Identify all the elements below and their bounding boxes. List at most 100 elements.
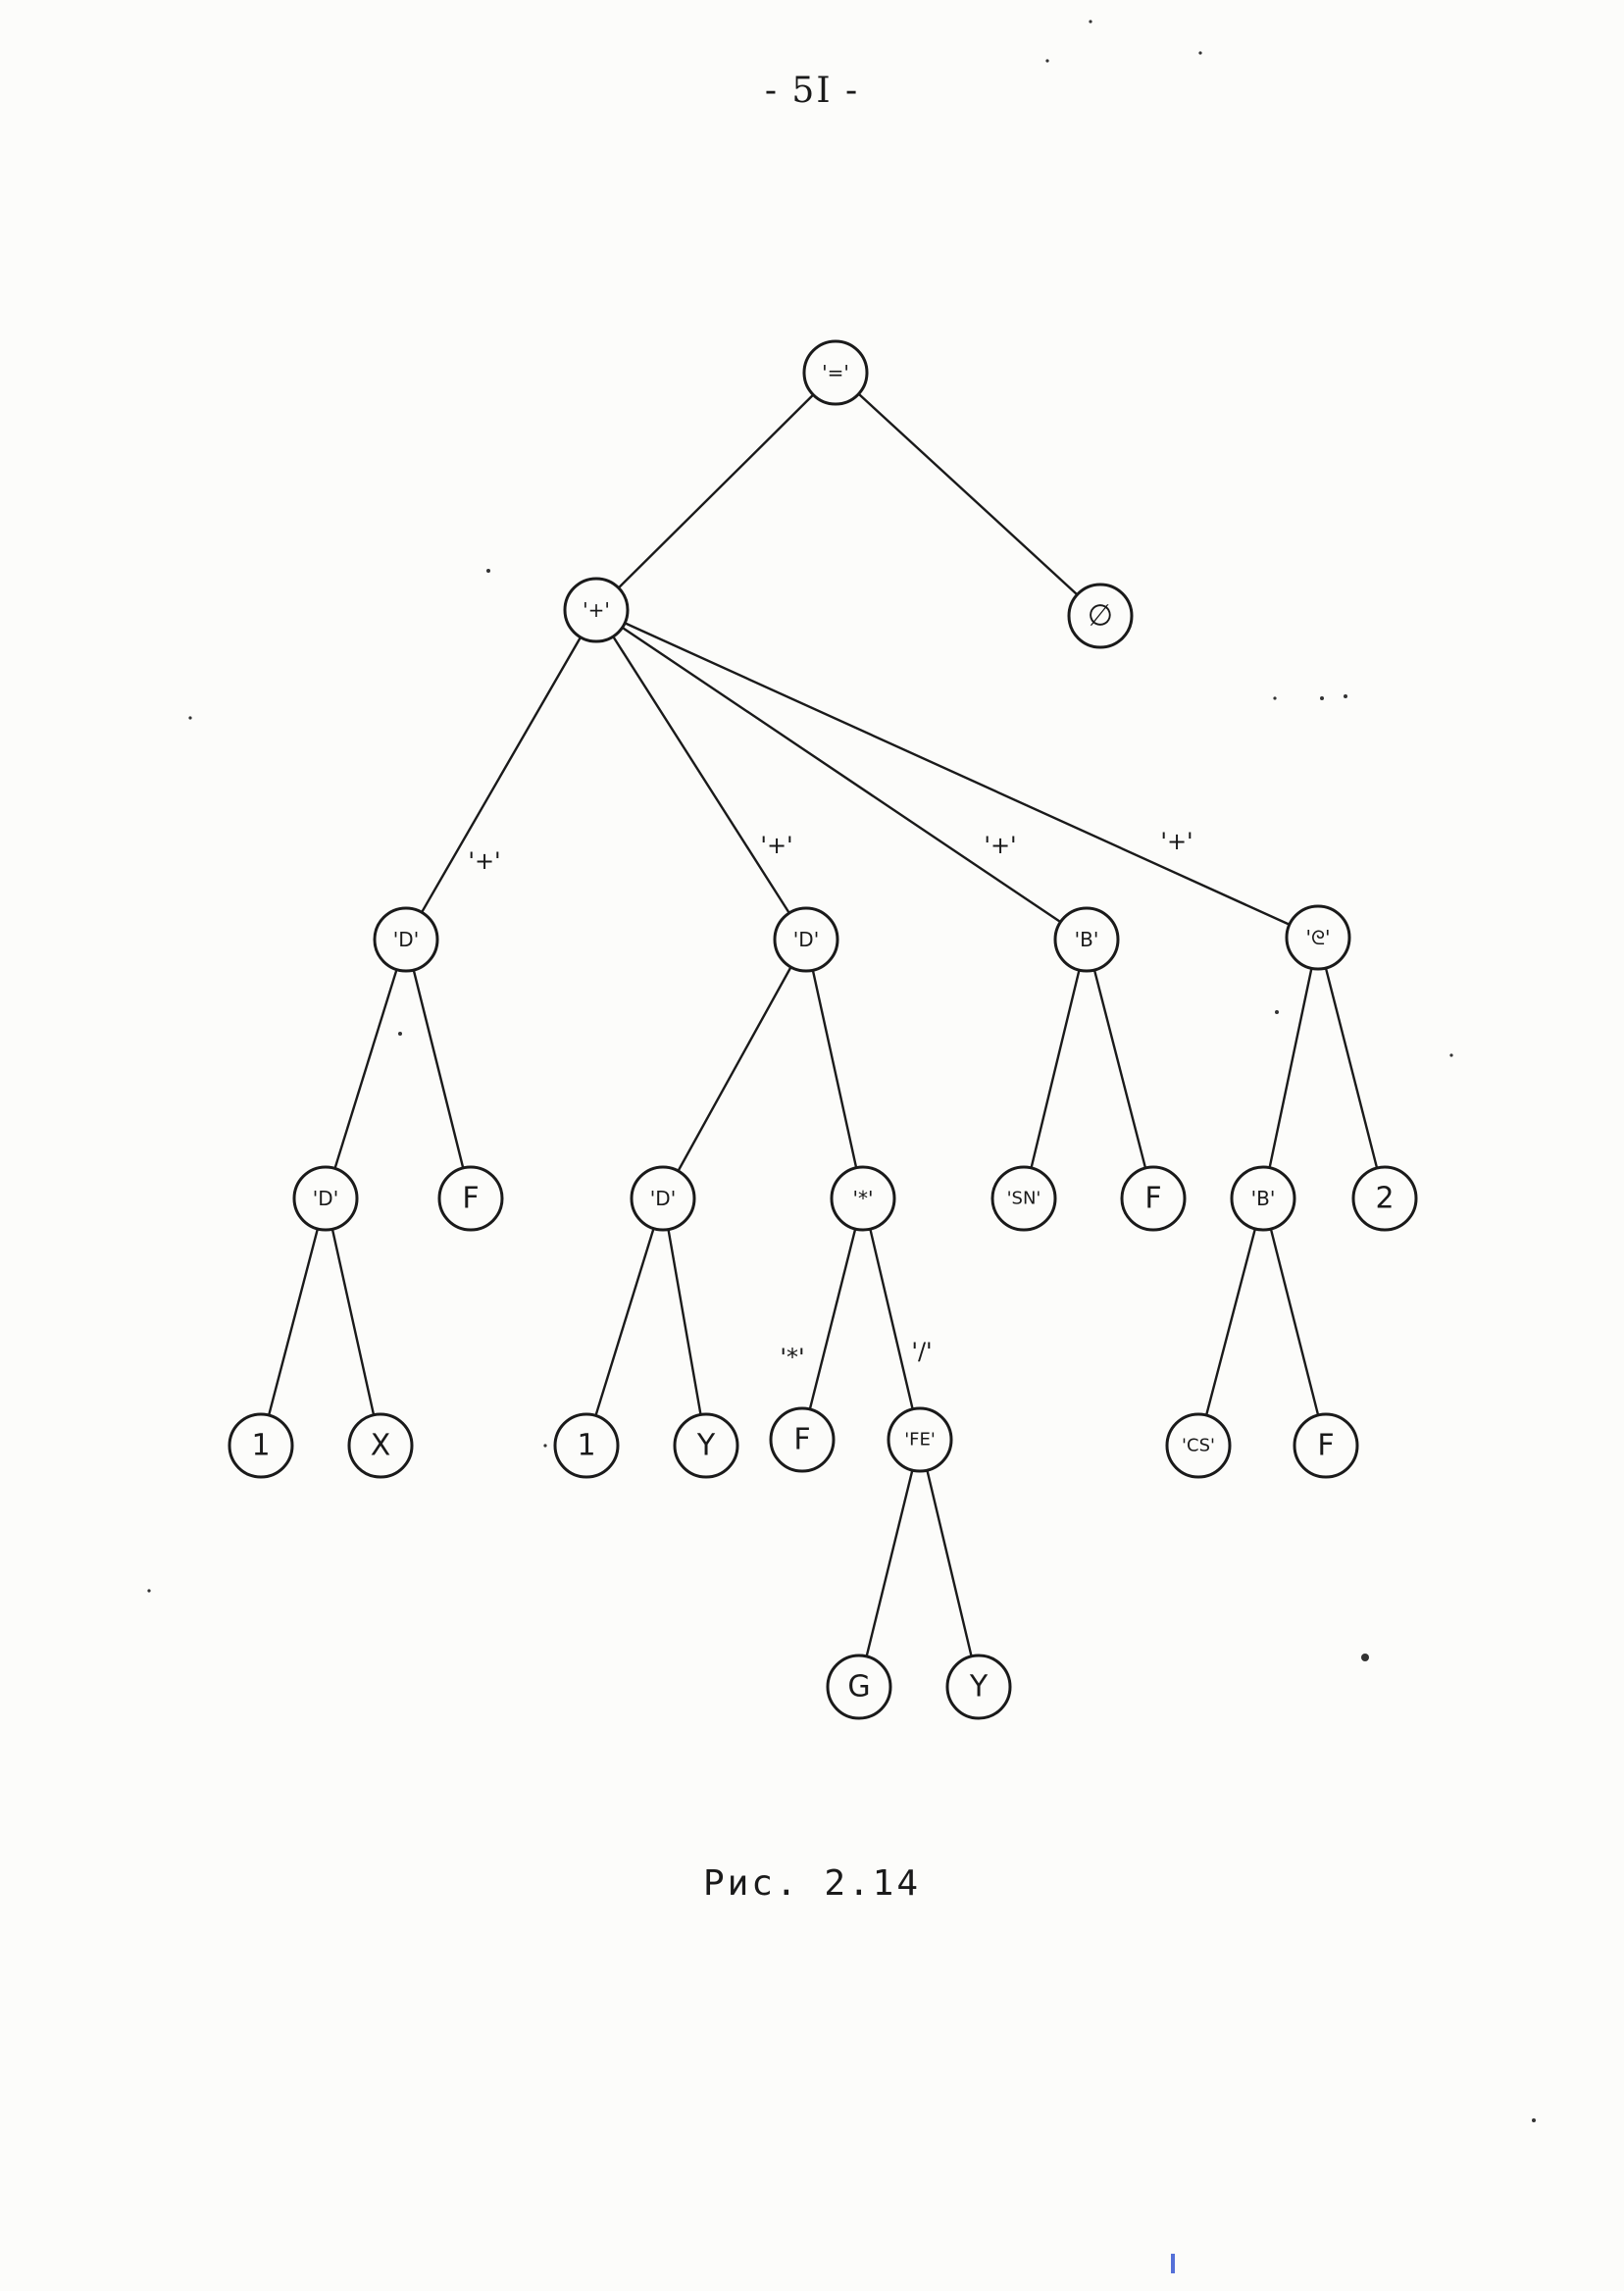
edge-plus1-d1	[420, 636, 583, 913]
node-label-one1: 1	[251, 1429, 270, 1463]
node-cs: 'CS'	[1165, 1412, 1232, 1479]
node-circle-two	[1351, 1165, 1418, 1232]
node-x1: X	[347, 1412, 414, 1479]
node-one1: 1	[228, 1412, 294, 1479]
node-b1: 'B'	[1053, 906, 1120, 973]
node-label-cs: 'CS'	[1182, 1436, 1215, 1456]
node-label-empty: ∅	[1088, 599, 1113, 634]
node-label-plus1: '+'	[583, 598, 610, 622]
edge-plus1-d2	[612, 636, 790, 914]
node-circle-cs	[1165, 1412, 1232, 1479]
node-circle-y2	[945, 1654, 1012, 1720]
node-f4: F	[1293, 1412, 1359, 1479]
node-label-g: G	[847, 1670, 870, 1705]
edge-fe-g	[865, 1469, 914, 1657]
edge-label-mul1-f3: '*'	[780, 1344, 804, 1371]
node-label-f1: F	[462, 1182, 479, 1216]
edge-root-empty	[857, 392, 1079, 596]
node-circle-f3	[769, 1406, 836, 1473]
node-label-d3: 'D'	[313, 1187, 338, 1210]
edge-labels-layer: '+' '+' '+' '+' '*' '/'	[468, 828, 1193, 1371]
edge-d1-d3	[333, 969, 398, 1169]
edge-label-plus1-d1: '+'	[468, 847, 500, 875]
node-y1: Y	[673, 1412, 739, 1479]
node-root: '='	[802, 339, 869, 406]
edge-label-plus1-a1: '+'	[1160, 828, 1193, 855]
edge-label-plus1-d2: '+'	[760, 832, 792, 859]
edge-b1-f2	[1092, 969, 1147, 1169]
node-circle-d1	[373, 906, 439, 973]
scan-specks	[147, 20, 1536, 2122]
node-circle-empty	[1067, 583, 1134, 649]
edge-b2-f4	[1269, 1228, 1320, 1416]
node-circle-f1	[437, 1165, 504, 1232]
node-plus1: '+'	[563, 577, 630, 643]
node-circle-root	[802, 339, 869, 406]
edge-fe-y2	[926, 1469, 973, 1657]
node-a1: 'ᘓ'	[1285, 904, 1351, 971]
edge-d2-d4	[677, 966, 792, 1172]
node-label-y2: Y	[969, 1670, 989, 1705]
node-d1: 'D'	[373, 906, 439, 973]
blue-pen-mark	[1171, 2254, 1175, 2273]
node-label-mul1: '*'	[853, 1187, 874, 1210]
node-d4: 'D'	[630, 1165, 696, 1232]
edge-mul1-f3	[808, 1228, 857, 1410]
edge-a1-b2	[1268, 968, 1313, 1168]
node-circle-d2	[773, 906, 839, 973]
node-label-root: '='	[822, 361, 849, 384]
node-d2: 'D'	[773, 906, 839, 973]
node-label-x1: X	[371, 1429, 391, 1463]
node-circle-f4	[1293, 1412, 1359, 1479]
edge-label-mul1-fe: '/'	[911, 1338, 932, 1365]
node-circle-x1	[347, 1412, 414, 1479]
edge-d4-one2	[594, 1228, 655, 1416]
node-circle-y1	[673, 1412, 739, 1479]
edge-d2-mul1	[811, 969, 858, 1169]
page-number: - 5I -	[764, 71, 860, 111]
node-circle-fe	[887, 1406, 953, 1473]
node-circle-sn	[990, 1165, 1057, 1232]
node-label-two: 2	[1375, 1182, 1394, 1216]
edge-b1-sn	[1030, 969, 1081, 1169]
node-y2: Y	[945, 1654, 1012, 1720]
node-label-sn: 'SN'	[1007, 1189, 1041, 1209]
node-circle-one1	[228, 1412, 294, 1479]
edge-d3-one1	[267, 1228, 320, 1416]
node-circle-plus1	[563, 577, 630, 643]
edge-d1-f1	[412, 969, 465, 1169]
node-circle-d3	[292, 1165, 359, 1232]
edge-d3-x1	[330, 1228, 376, 1416]
node-label-y1: Y	[696, 1429, 716, 1463]
node-label-d1: 'D'	[393, 928, 419, 951]
node-fe: 'FE'	[887, 1406, 953, 1473]
edge-plus1-a1	[624, 622, 1291, 926]
node-d3: 'D'	[292, 1165, 359, 1232]
node-f1: F	[437, 1165, 504, 1232]
node-sn: 'SN'	[990, 1165, 1057, 1232]
node-label-f3: F	[793, 1423, 810, 1457]
node-empty: ∅	[1067, 583, 1134, 649]
node-circle-d4	[630, 1165, 696, 1232]
node-label-b1: 'B'	[1075, 928, 1099, 951]
edge-label-plus1-b1: '+'	[984, 832, 1016, 859]
node-circle-a1	[1285, 904, 1351, 971]
node-g: G	[826, 1654, 892, 1720]
node-label-f4: F	[1317, 1429, 1334, 1463]
node-circle-b1	[1053, 906, 1120, 973]
node-circle-g	[826, 1654, 892, 1720]
nodes-layer: '=' '+' ∅ 'D' 'D' 'B' 'ᘓ' 'D' F 'D' '*' 'SN' F 'B' 2 1 X…	[228, 339, 1418, 1720]
node-label-a1: 'ᘓ'	[1305, 926, 1330, 949]
node-circle-one2	[553, 1412, 620, 1479]
edge-a1-two	[1324, 967, 1379, 1169]
edge-plus1-b1	[621, 626, 1062, 924]
node-circle-b2	[1230, 1165, 1296, 1232]
node-two: 2	[1351, 1165, 1418, 1232]
node-f2: F	[1120, 1165, 1187, 1232]
edge-b2-cs	[1204, 1228, 1257, 1416]
node-label-b2: 'B'	[1251, 1187, 1276, 1210]
edge-mul1-fe	[869, 1228, 914, 1410]
node-label-d4: 'D'	[650, 1187, 676, 1210]
edge-root-plus1	[617, 393, 815, 589]
